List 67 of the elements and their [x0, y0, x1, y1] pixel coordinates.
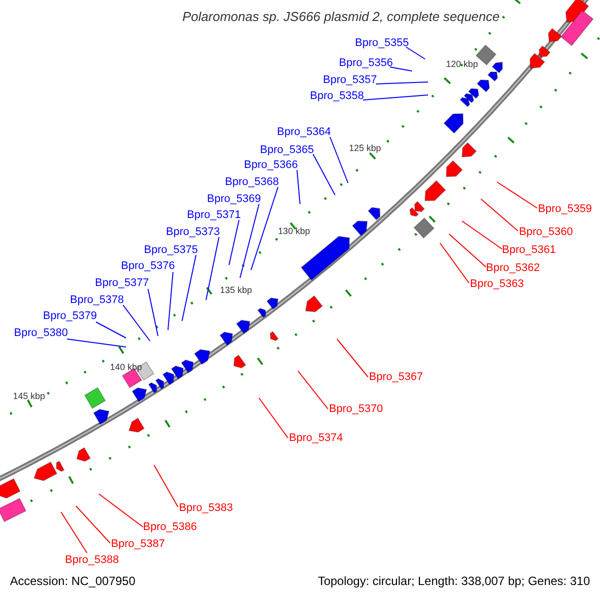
- gene-label: Bpro_5371: [187, 209, 241, 221]
- tick-label: 135 kbp: [220, 284, 252, 296]
- gene-label: Bpro_5358: [310, 90, 364, 102]
- gene-label: Bpro_5364: [277, 126, 331, 138]
- leader-line: [496, 182, 538, 208]
- leader-line: [250, 186, 278, 270]
- leader-line: [76, 506, 110, 544]
- leader-line: [122, 304, 150, 342]
- leader-line: [228, 220, 240, 266]
- leader-line: [440, 242, 470, 284]
- gene-label: Bpro_5386: [143, 521, 197, 533]
- gene-label: Bpro_5378: [70, 294, 124, 306]
- leader-line: [258, 398, 288, 438]
- tick-label: 120 kbp: [446, 58, 478, 70]
- leader-line: [312, 154, 336, 196]
- leader-line: [296, 170, 300, 204]
- gene-label: Bpro_5387: [111, 538, 165, 550]
- leader-line: [462, 220, 502, 250]
- tick-label: 140 kbp: [110, 361, 142, 373]
- gene-label: Bpro_5357: [323, 74, 377, 86]
- leader-line: [240, 204, 260, 278]
- gene-label: Bpro_5379: [43, 310, 97, 322]
- gene-label: Bpro_5360: [519, 226, 573, 238]
- leader-line: [448, 234, 486, 268]
- gene-label: Bpro_5369: [207, 193, 261, 205]
- gene-label: Bpro_5362: [486, 262, 540, 274]
- gene-label: Bpro_5365: [260, 144, 314, 156]
- tick-label: 130 kbp: [278, 225, 310, 237]
- gene-label: Bpro_5383: [179, 502, 233, 514]
- gene-label: Bpro_5359: [538, 203, 592, 215]
- gene-label: Bpro_5374: [289, 432, 343, 444]
- tick-label: 125 kbp: [349, 142, 382, 154]
- gene-label: Bpro_5356: [339, 57, 393, 69]
- gene-label: Bpro_5380: [14, 327, 68, 339]
- leader-line: [98, 494, 144, 528]
- gene-label: Bpro_5373: [166, 226, 220, 238]
- gene-label: Bpro_5370: [329, 403, 383, 415]
- accession-text: Accession: NC_007950: [10, 575, 136, 587]
- leader-line: [66, 338, 126, 348]
- leader-line: [406, 46, 426, 60]
- gene-label: Bpro_5363: [470, 278, 524, 290]
- gene-label: Bpro_5388: [65, 554, 119, 566]
- gene-label: Bpro_5361: [502, 244, 556, 256]
- leader-line: [168, 272, 174, 330]
- leader-line: [298, 370, 328, 410]
- leader-line: [60, 512, 88, 554]
- leader-line: [390, 66, 412, 72]
- gene-label: Bpro_5368: [225, 176, 279, 188]
- leader-line: [362, 94, 428, 100]
- title: Polaromonas sp. JS666 plasmid 2, complete sequence: [182, 9, 500, 24]
- gene-label: Bpro_5376: [121, 260, 175, 272]
- tick-label: 145 kbp: [13, 390, 46, 402]
- gene-label: Bpro_5366: [244, 159, 298, 171]
- leader-line: [206, 236, 220, 300]
- leader-line: [154, 464, 178, 508]
- leader-line: [96, 322, 126, 338]
- leader-line: [330, 136, 348, 184]
- gene-label: Bpro_5367: [369, 371, 423, 383]
- leader-line: [480, 198, 518, 232]
- leader-line: [148, 288, 158, 336]
- topology-text: Topology: circular; Length: 338,007 bp; Genes: 310: [318, 575, 590, 587]
- gene-label: Bpro_5375: [144, 244, 198, 256]
- gene-label: Bpro_5377: [95, 277, 149, 289]
- leader-line: [376, 82, 428, 84]
- leader-line: [336, 338, 368, 378]
- gene-label: Bpro_5355: [355, 37, 409, 49]
- leader-line: [182, 254, 196, 322]
